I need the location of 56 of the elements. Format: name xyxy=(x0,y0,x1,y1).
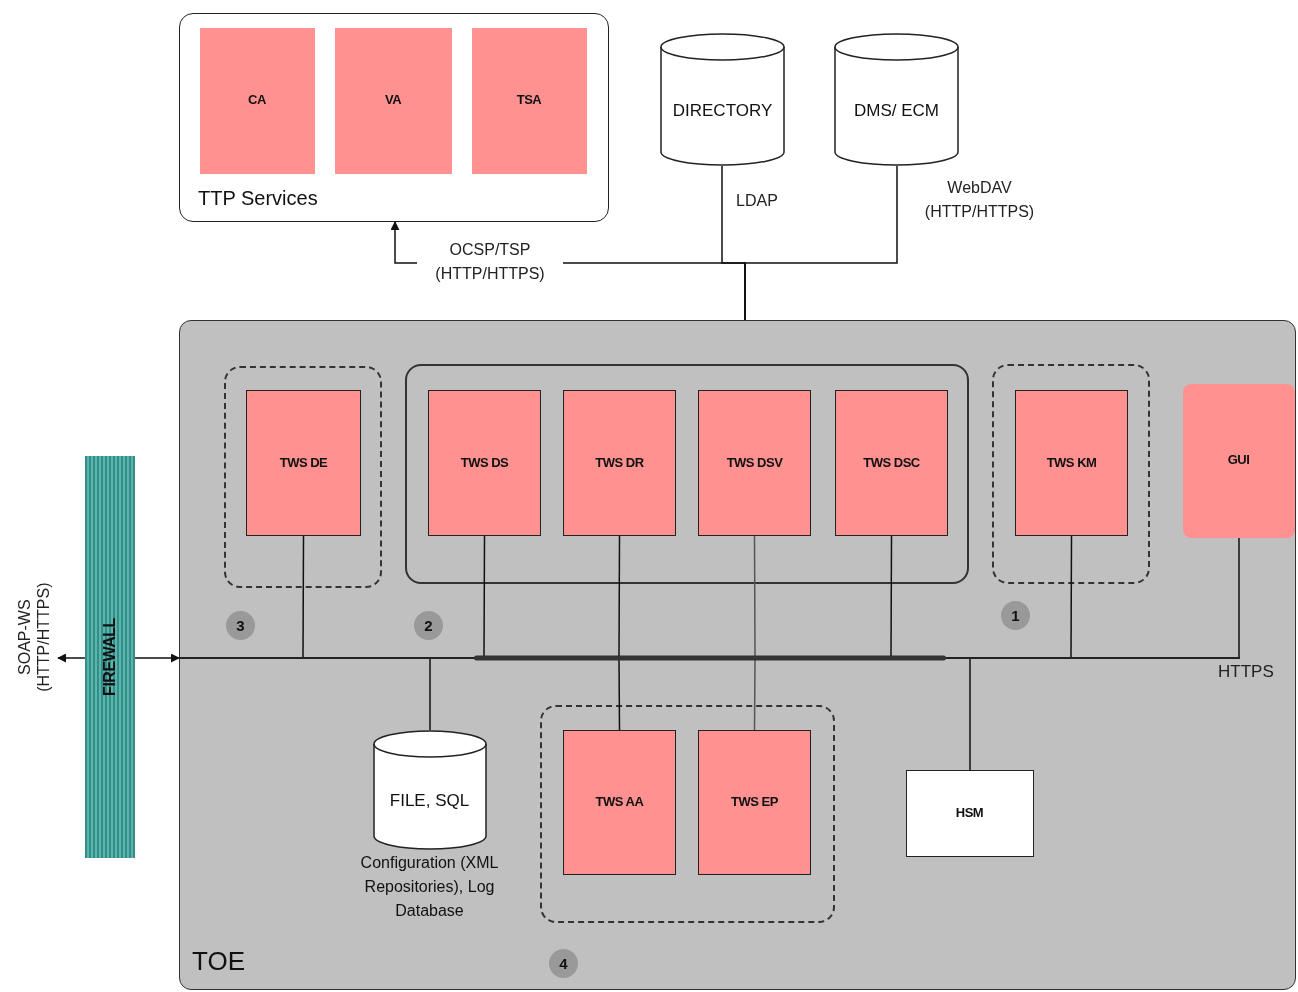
group-title: TTP Services xyxy=(198,186,318,211)
service-box xyxy=(471,27,587,174)
node-label: TWS DE xyxy=(279,454,328,472)
connector-line xyxy=(429,658,431,731)
firewall-band xyxy=(85,456,135,858)
connector-line xyxy=(1238,537,1240,658)
component-box xyxy=(563,390,676,536)
component-box xyxy=(698,730,811,875)
node-label: TWS DSV xyxy=(726,454,783,472)
component-box xyxy=(246,390,361,536)
node-label: CA xyxy=(248,92,266,109)
node-label: TWS DS xyxy=(460,454,509,472)
connector-line xyxy=(618,535,621,658)
node-label: TWS KM xyxy=(1046,454,1097,472)
connector-line xyxy=(969,658,971,771)
component-box xyxy=(1015,390,1128,536)
component-box xyxy=(835,390,948,536)
gui-box xyxy=(1182,383,1295,538)
firewall-label: FIREWALL xyxy=(100,618,119,696)
component-box xyxy=(428,390,541,536)
node-label: TWS AA xyxy=(595,794,644,811)
hsm-box xyxy=(905,769,1034,857)
connector-line xyxy=(744,165,898,321)
node-label: VA xyxy=(384,92,402,109)
node-label: FILE, SQL xyxy=(388,789,471,812)
group-title: TOE xyxy=(192,944,245,977)
node-label: GUI xyxy=(1227,452,1250,469)
node-label: TWS DSC xyxy=(863,454,920,472)
edge-label: SOAP-WS (HTTP/HTTPS) xyxy=(14,581,53,694)
dashed-group xyxy=(223,365,382,588)
connector-line xyxy=(483,535,486,658)
system-boundary xyxy=(179,320,1296,990)
arrow xyxy=(134,653,180,663)
dashed-group xyxy=(539,704,835,923)
component-box xyxy=(563,730,676,875)
node-label: TWS DR xyxy=(595,454,644,472)
component-group xyxy=(404,363,969,584)
node-label: TWS EP xyxy=(731,794,778,811)
connector-line xyxy=(753,658,756,731)
connector-line xyxy=(302,535,305,658)
connector-line xyxy=(890,535,893,658)
service-box xyxy=(334,27,452,174)
node-label: HSM xyxy=(955,804,984,822)
connector-line xyxy=(618,658,621,731)
connector-line xyxy=(1070,535,1073,658)
arrow xyxy=(57,653,86,663)
services-panel xyxy=(179,13,609,222)
node-caption: Configuration (XML Repositories), Log Database xyxy=(359,853,500,921)
component-box xyxy=(698,390,811,536)
protocol-label: HTTPS xyxy=(1218,662,1274,682)
connector-line xyxy=(753,535,756,658)
dashed-group xyxy=(991,363,1150,584)
node-label: DIRECTORY xyxy=(671,99,774,122)
node-label: TSA xyxy=(516,92,542,109)
node-label: DMS/ ECM xyxy=(853,99,940,122)
service-box xyxy=(199,27,315,174)
